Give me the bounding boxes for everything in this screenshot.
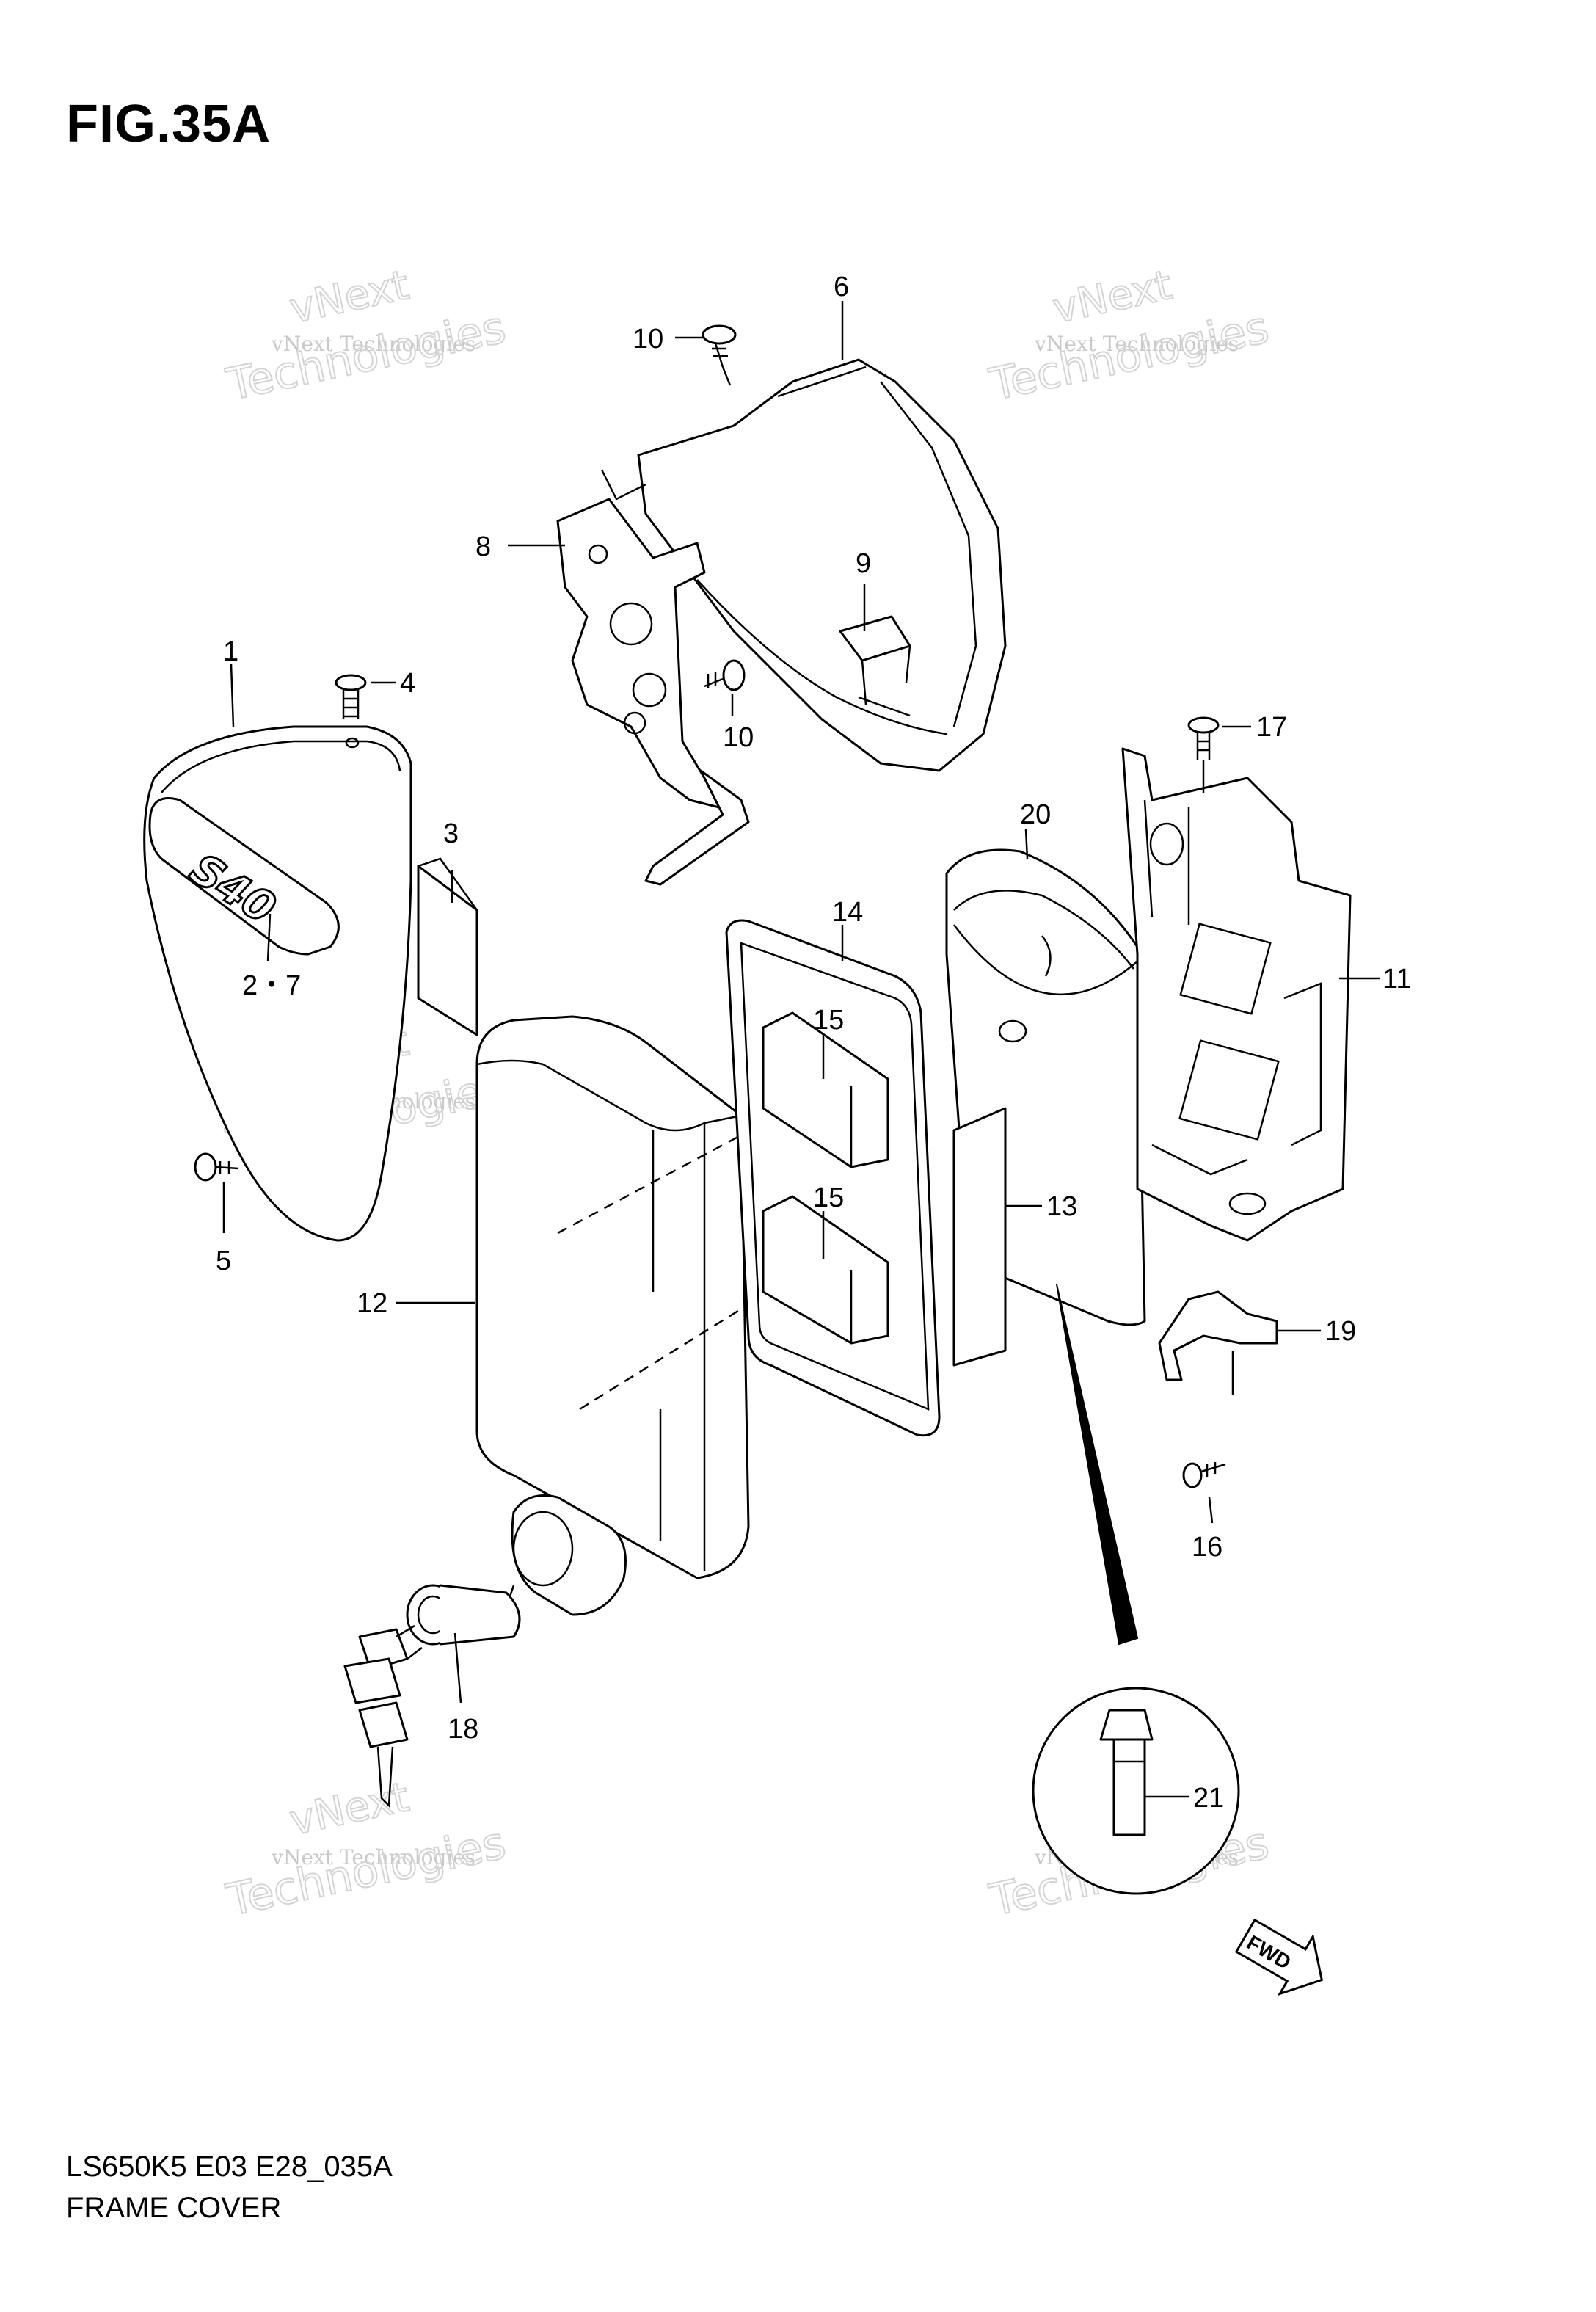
figure-name: FRAME COVER <box>66 2192 282 2224</box>
callout-8: 8 <box>475 531 491 562</box>
figure-code: LS650K5 E03 E28_035A <box>66 2151 393 2183</box>
watermark-bottom-left: vNext vNext Technologies Technologies <box>222 1773 511 1927</box>
figure-title: FIG.35A <box>66 95 272 153</box>
screw-10-top <box>702 324 737 386</box>
part-3-pad <box>417 857 478 1036</box>
callout-6: 6 <box>834 272 849 302</box>
detail-circle-part-21 <box>1032 1687 1240 1895</box>
leader-lines <box>222 301 1380 1798</box>
part-19-clip <box>1158 1290 1278 1395</box>
part-8-bracket <box>556 469 750 886</box>
callout-10-top: 10 <box>633 324 663 355</box>
callout-19: 19 <box>1325 1316 1356 1347</box>
callout-13: 13 <box>1046 1191 1077 1222</box>
detail-pointer <box>1056 1284 1139 1646</box>
callout-12: 12 <box>357 1288 387 1319</box>
callout-15-lower: 15 <box>813 1182 844 1213</box>
callout-3: 3 <box>443 818 459 849</box>
callout-4: 4 <box>400 668 415 699</box>
callout-17: 17 <box>1256 712 1287 743</box>
svg-text:vNext: vNext <box>1049 261 1176 333</box>
part-1-side-cover: S40 <box>143 725 412 1242</box>
screw-10-mid <box>704 659 746 691</box>
watermark-top-right: vNext vNext Technologies Technologies <box>985 261 1275 412</box>
callout-20: 20 <box>1020 799 1051 830</box>
svg-text:vNext Technologies: vNext Technologies <box>1034 332 1239 356</box>
watermark-top-left: vNext vNext Technologies Technologies <box>222 261 511 412</box>
part-11-battery-holder <box>1121 747 1352 1242</box>
callout-15-upper: 15 <box>813 1005 844 1036</box>
part-6-upper-cover <box>637 358 1007 772</box>
screw-17 <box>1187 716 1220 793</box>
callout-21: 21 <box>1193 1783 1224 1814</box>
callout-1: 1 <box>223 636 238 667</box>
svg-text:Technologies: Technologies <box>222 1817 511 1927</box>
part-18-key-cylinder <box>406 1584 521 1646</box>
svg-text:vNext: vNext <box>285 1773 413 1845</box>
keys <box>343 1624 423 1808</box>
svg-text:Technologies: Technologies <box>222 302 511 411</box>
part-15-pad-upper <box>762 1011 889 1168</box>
part-13-pad <box>952 1107 1007 1367</box>
part-15-pad-lower <box>762 1195 889 1345</box>
screw-16 <box>1182 1462 1226 1488</box>
grommet-5 <box>194 1152 239 1182</box>
callout-11: 11 <box>1382 964 1411 995</box>
callout-5: 5 <box>216 1246 231 1276</box>
part-12-toolbox <box>475 1015 793 1579</box>
svg-text:vNext Technologies: vNext Technologies <box>271 1845 475 1869</box>
callout-9: 9 <box>856 548 871 579</box>
part-14-gasket-frame <box>725 919 941 1437</box>
fwd-arrow-icon: FWD <box>1234 1918 1324 1996</box>
screw-4 <box>335 674 367 719</box>
callout-10-mid: 10 <box>723 722 754 753</box>
svg-text:Technologies: Technologies <box>985 302 1274 411</box>
svg-text:vNext Technologies: vNext Technologies <box>271 332 475 356</box>
svg-text:vNext: vNext <box>285 261 413 333</box>
callout-14: 14 <box>832 897 863 928</box>
callout-16: 16 <box>1192 1532 1222 1563</box>
callout-2-7: 2・7 <box>242 970 301 1001</box>
callout-18: 18 <box>448 1714 478 1745</box>
